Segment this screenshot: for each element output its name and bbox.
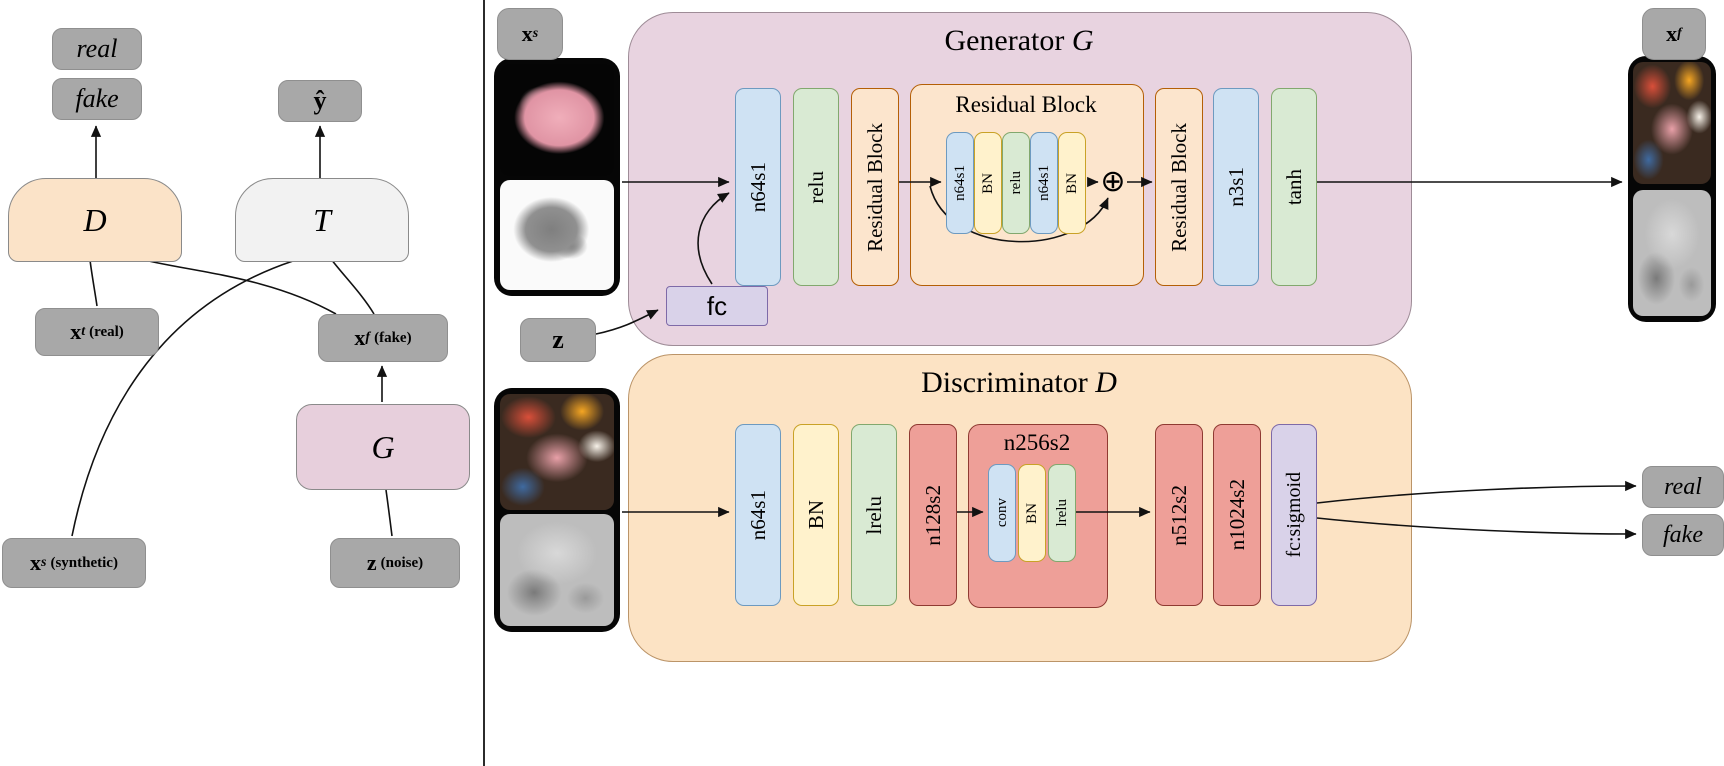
discriminator-block-label: D <box>83 201 107 238</box>
generator-title-var: G <box>1071 24 1094 57</box>
disc-layer-n1024s2-label: n1024s2 <box>1224 479 1249 551</box>
generator-block-label: G <box>371 428 395 465</box>
generator-title-text: Generator <box>944 24 1072 57</box>
z-base: z <box>366 550 377 575</box>
fake-label: fake <box>75 84 119 113</box>
line-xt-to-d <box>89 259 98 307</box>
gen-layer-tanh-label: tanh <box>1281 168 1306 206</box>
sum-icon: ⊕ <box>1100 165 1126 198</box>
discriminator-block: D <box>8 178 182 262</box>
discriminator-depth-image <box>500 514 614 626</box>
discriminator-title: Discriminator D <box>628 366 1410 400</box>
task-network-block-label: T <box>313 201 331 238</box>
discriminator-rgb-image <box>500 394 614 510</box>
n256s2-layer-lrelu-label: lrelu <box>1053 499 1070 527</box>
n256s2-layer-bn-label: BN <box>1023 502 1040 524</box>
xf-note: (fake) <box>374 329 412 346</box>
resblock-layer-n64s1-a: n64s1 <box>946 132 974 234</box>
fake-output-node: fake <box>52 78 142 120</box>
resblock-layer-bn-a-label: BN <box>979 172 996 194</box>
gen-layer-residual-block-1: Residual Block <box>851 88 899 286</box>
gen-layer-residual-block-2: Residual Block <box>1155 88 1203 286</box>
disc-layer-fc-sigmoid: fc:sigmoid <box>1271 424 1317 606</box>
disc-layer-n64s1: n64s1 <box>735 424 781 606</box>
gen-layer-tanh: tanh <box>1271 88 1317 286</box>
discriminator-title-var: D <box>1095 366 1117 399</box>
residual-block-detail-title: Residual Block <box>955 92 1097 117</box>
yhat-output-node: ŷ <box>278 80 362 122</box>
n256s2-layer-lrelu: lrelu <box>1048 464 1076 562</box>
panel-divider <box>483 0 485 766</box>
disc-layer-lrelu: lrelu <box>851 424 897 606</box>
yhat-label: ŷ <box>313 86 327 115</box>
resblock-layer-n64s1-a-label: n64s1 <box>951 165 968 201</box>
fc-layer: fc <box>666 286 768 326</box>
disc-layer-n128s2-label: n128s2 <box>920 484 945 546</box>
xf-base: x <box>354 325 366 350</box>
disc-fake-label: fake <box>1663 521 1703 548</box>
synthetic-depth-image <box>500 180 614 290</box>
disc-layer-bn-label: BN <box>803 500 828 530</box>
n256s2-detail-title: n256s2 <box>1003 430 1071 455</box>
xf-output-base: x <box>1666 21 1678 46</box>
xt-note: (real) <box>89 323 124 340</box>
resblock-layer-relu: relu <box>1002 132 1030 234</box>
generator-block: G <box>296 404 470 490</box>
resblock-layer-relu-label: relu <box>1007 171 1024 195</box>
xs-input-base: x <box>521 21 533 46</box>
generated-depth-image <box>1633 190 1711 316</box>
real-output-node: real <box>52 28 142 70</box>
line-xs-to-t <box>71 260 294 537</box>
z-input-tag: z <box>520 318 596 362</box>
resblock-layer-n64s1-b: n64s1 <box>1030 132 1058 234</box>
gen-layer-relu: relu <box>793 88 839 286</box>
gen-layer-n3s1-label: n3s1 <box>1223 167 1248 207</box>
disc-layer-n512s2: n512s2 <box>1155 424 1203 606</box>
xs-note: (synthetic) <box>50 554 118 571</box>
gen-layer-n64s1-label: n64s1 <box>745 161 770 213</box>
disc-layer-bn: BN <box>793 424 839 606</box>
gen-layer-n3s1: n3s1 <box>1213 88 1259 286</box>
gen-layer-residual-block-1-label: Residual Block <box>862 122 887 252</box>
disc-layer-fc-sigmoid-label: fc:sigmoid <box>1282 472 1305 558</box>
disc-layer-n64s1-label: n64s1 <box>745 489 770 541</box>
disc-layer-n128s2: n128s2 <box>909 424 957 606</box>
line-xf-to-t <box>330 258 375 315</box>
xs-base: x <box>30 550 42 575</box>
gen-layer-residual-block-2-label: Residual Block <box>1166 122 1191 252</box>
n256s2-layer-conv: conv <box>988 464 1016 562</box>
resblock-layer-bn-b: BN <box>1058 132 1086 234</box>
line-z-to-g <box>385 489 393 537</box>
disc-real-label: real <box>1664 473 1702 500</box>
gen-layer-n64s1: n64s1 <box>735 88 781 286</box>
disc-real-output-node: real <box>1642 466 1724 508</box>
n256s2-layer-conv-label: conv <box>993 498 1010 528</box>
disc-layer-n1024s2: n1024s2 <box>1213 424 1261 606</box>
z-input-label: z <box>552 325 564 354</box>
disc-fake-output-node: fake <box>1642 514 1724 556</box>
line-xf-to-d <box>139 258 337 315</box>
disc-layer-lrelu-label: lrelu <box>861 495 886 535</box>
disc-layer-n512s2-label: n512s2 <box>1166 484 1191 546</box>
gen-layer-relu-label: relu <box>803 170 828 204</box>
generator-title: Generator G <box>628 24 1410 58</box>
discriminator-title-text: Discriminator <box>921 366 1096 399</box>
xt-base: x <box>70 319 82 344</box>
task-network-block: T <box>235 178 409 262</box>
resblock-layer-bn-b-label: BN <box>1063 172 1080 194</box>
resblock-layer-bn-a: BN <box>974 132 1002 234</box>
fc-label: fc <box>706 290 728 321</box>
generated-rgb-image <box>1633 62 1711 184</box>
z-note: (noise) <box>380 554 424 571</box>
real-label: real <box>76 34 118 63</box>
synthetic-render-image <box>500 64 614 176</box>
z-noise-node: z (noise) <box>330 538 460 588</box>
resblock-layer-n64s1-b-label: n64s1 <box>1035 165 1052 201</box>
n256s2-layer-bn: BN <box>1018 464 1046 562</box>
